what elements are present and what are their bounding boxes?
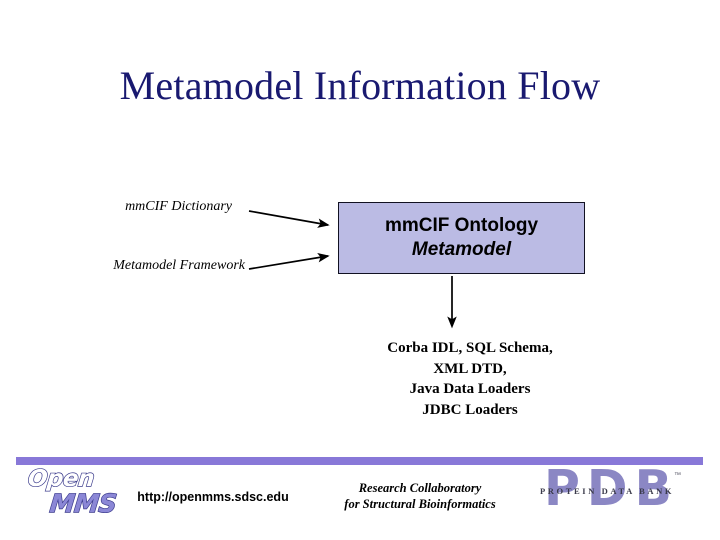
footer-url[interactable]: http://openmms.sdsc.edu [137,490,289,504]
outputs-list: Corba IDL, SQL Schema, XML DTD, Java Dat… [330,338,610,420]
output-line: Corba IDL, SQL Schema, [387,340,553,356]
openmms-logo: Open MMS [26,465,119,522]
rcsb-credit-line2: for Structural Bioinformatics [344,496,496,511]
output-line: Java Data Loaders [409,381,531,397]
ontology-metamodel-box: mmCIF Ontology Metamodel [338,202,585,274]
page-title: Metamodel Information Flow [119,63,601,108]
output-line: XML DTD, [433,360,507,377]
pdb-logo: PDB PROTEIN DATA BANK ™ [538,462,703,518]
openmms-logo-mms-text: MMS [48,488,119,518]
rcsb-credit: Research Collaboratory for Structural Bi… [315,481,525,512]
ontology-box-title: mmCIF Ontology [384,215,539,236]
pdb-logo-trademark-icon: ™ [674,472,681,479]
arrow-ontology-to-outputs [447,276,457,329]
pdb-logo-wordmark: PROTEIN DATA BANK [540,486,675,496]
output-line: JDBC Loaders [422,401,518,418]
rcsb-credit-line1: Research Collaboratory [358,481,482,495]
source-label-metamodel-framework: Metamodel Framework [113,258,245,273]
arrow-framework-to-ontology [248,252,330,270]
footer-divider [16,457,703,465]
arrow-dictionary-to-ontology [248,210,330,228]
source-label-mmcif-dictionary: mmCIF Dictionary [125,199,232,214]
pdb-logo-initials: PDB [544,460,679,517]
ontology-box-subtitle: Metamodel [411,239,512,260]
